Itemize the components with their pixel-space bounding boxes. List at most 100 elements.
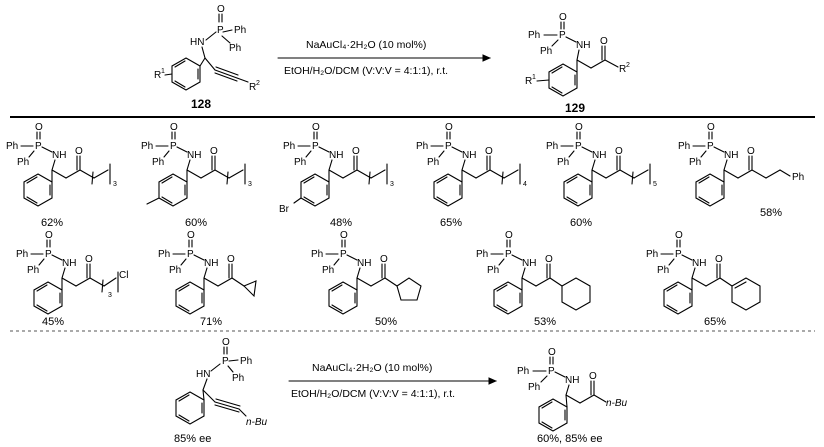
starting-material-128: O P Ph Ph HN R 2 R 1 128 (154, 4, 260, 111)
svg-text:NH: NH (187, 150, 201, 161)
svg-text:Ph: Ph (141, 141, 153, 152)
product-3: O P Ph Ph NH Br O 3 48% (279, 122, 394, 229)
svg-text:P: P (170, 141, 177, 152)
svg-text:P: P (548, 366, 555, 377)
svg-text:Ph: Ph (689, 157, 701, 168)
svg-text:NaAuCl₄·2H₂O (10 mol%): NaAuCl₄·2H₂O (10 mol%) (312, 362, 432, 374)
svg-text:O: O (35, 122, 43, 133)
r1-label: R (154, 70, 161, 81)
product-9: O P Ph Ph NH O 50% (311, 230, 422, 328)
svg-text:NH: NH (357, 258, 371, 269)
svg-text:O: O (545, 254, 553, 265)
svg-text:NH: NH (724, 150, 738, 161)
svg-text:NH: NH (592, 150, 606, 161)
chiral-starting-material: O P Ph Ph HN n-Bu 85% ee (174, 337, 268, 445)
svg-text:n-Bu: n-Bu (606, 398, 628, 409)
svg-text:P: P (222, 356, 229, 367)
yield-label: 60% (570, 217, 592, 229)
solvent-label: EtOH/H₂O/DCM (V:V:V = 4:1:1), r.t. (284, 65, 448, 77)
product-4: O P Ph Ph NH O 4 65% (416, 122, 527, 229)
svg-text:Ph: Ph (294, 157, 306, 168)
svg-text:P: P (187, 249, 194, 260)
svg-text:1: 1 (532, 74, 536, 81)
svg-text:O: O (575, 122, 583, 133)
amine-label: HN (190, 37, 204, 48)
svg-text:O: O (380, 254, 388, 265)
svg-text:O: O (505, 230, 513, 241)
phenyl-label: Ph (234, 25, 246, 36)
svg-text:Ph: Ph (169, 265, 181, 276)
phosphorus-label: P (217, 25, 224, 36)
svg-text:NH: NH (576, 40, 590, 51)
svg-text:O: O (352, 146, 360, 157)
svg-text:NH: NH (329, 150, 343, 161)
svg-text:P: P (35, 141, 42, 152)
svg-text:Ph: Ph (528, 30, 540, 41)
svg-text:O: O (615, 146, 623, 157)
svg-text:3: 3 (248, 181, 252, 188)
svg-text:O: O (340, 230, 348, 241)
product-result-label: 60%, 85% ee (537, 433, 602, 445)
svg-text:Ph: Ph (546, 141, 558, 152)
reaction-arrow-top: NaAuCl₄·2H₂O (10 mol%) EtOH/H₂O/DCM (V:V… (277, 39, 492, 77)
svg-text:Ph: Ph (792, 172, 804, 183)
svg-text:P: P (445, 141, 452, 152)
yield-label: 65% (704, 316, 726, 328)
svg-text:P: P (312, 141, 319, 152)
svg-text:Ph: Ph (657, 265, 669, 276)
svg-text:O: O (707, 122, 715, 133)
yield-label: 48% (330, 217, 352, 229)
yield-label: 45% (42, 316, 64, 328)
svg-text:P: P (45, 249, 52, 260)
svg-text:5: 5 (653, 181, 657, 188)
product-10: O P Ph Ph NH O 53% (476, 230, 591, 328)
svg-text:Ph: Ph (311, 249, 323, 260)
svg-text:Ph: Ph (158, 249, 170, 260)
svg-text:O: O (559, 12, 567, 23)
svg-text:O: O (187, 230, 195, 241)
svg-text:Ph: Ph (232, 373, 244, 384)
svg-text:R: R (619, 64, 626, 75)
svg-text:Ph: Ph (528, 382, 540, 393)
starting-ee-label: 85% ee (174, 433, 211, 445)
oxygen-label: O (217, 4, 225, 15)
svg-text:Ph: Ph (17, 157, 29, 168)
svg-text:O: O (312, 122, 320, 133)
svg-text:O: O (445, 122, 453, 133)
product-6: O P Ph Ph NH O Ph 58% (678, 122, 804, 219)
svg-text:Br: Br (279, 204, 290, 215)
svg-text:O: O (210, 146, 218, 157)
product-5: O P Ph Ph NH O 5 60% (546, 122, 657, 229)
svg-text:Ph: Ph (487, 265, 499, 276)
svg-text:HN: HN (196, 369, 210, 380)
compound-number-129: 129 (565, 101, 585, 115)
svg-text:O: O (747, 146, 755, 157)
svg-text:O: O (548, 347, 556, 358)
svg-text:NH: NH (462, 150, 476, 161)
svg-text:O: O (715, 254, 723, 265)
yield-label: 53% (534, 316, 556, 328)
svg-text:Ph: Ph (16, 249, 28, 260)
svg-text:P: P (340, 249, 347, 260)
svg-text:2: 2 (256, 80, 260, 87)
svg-text:P: P (675, 249, 682, 260)
svg-text:O: O (589, 371, 597, 382)
yield-label: 65% (440, 217, 462, 229)
svg-text:Ph: Ph (427, 157, 439, 168)
reagent-label: NaAuCl₄·2H₂O (10 mol%) (306, 39, 426, 51)
svg-text:n-Bu: n-Bu (246, 417, 268, 428)
svg-text:EtOH/H₂O/DCM (V:V:V = 4:1:1),: EtOH/H₂O/DCM (V:V:V = 4:1:1), r.t. (291, 388, 455, 400)
svg-text:O: O (85, 254, 93, 265)
yield-label: 71% (200, 316, 222, 328)
svg-text:Ph: Ph (646, 249, 658, 260)
svg-text:2: 2 (626, 62, 630, 69)
svg-text:NH: NH (522, 258, 536, 269)
svg-text:P: P (707, 141, 714, 152)
yield-label: 60% (185, 217, 207, 229)
yield-label: 50% (375, 316, 397, 328)
svg-text:O: O (600, 36, 608, 47)
svg-text:Cl: Cl (119, 270, 128, 281)
r2-label: R (249, 82, 256, 93)
svg-text:Ph: Ph (678, 141, 690, 152)
